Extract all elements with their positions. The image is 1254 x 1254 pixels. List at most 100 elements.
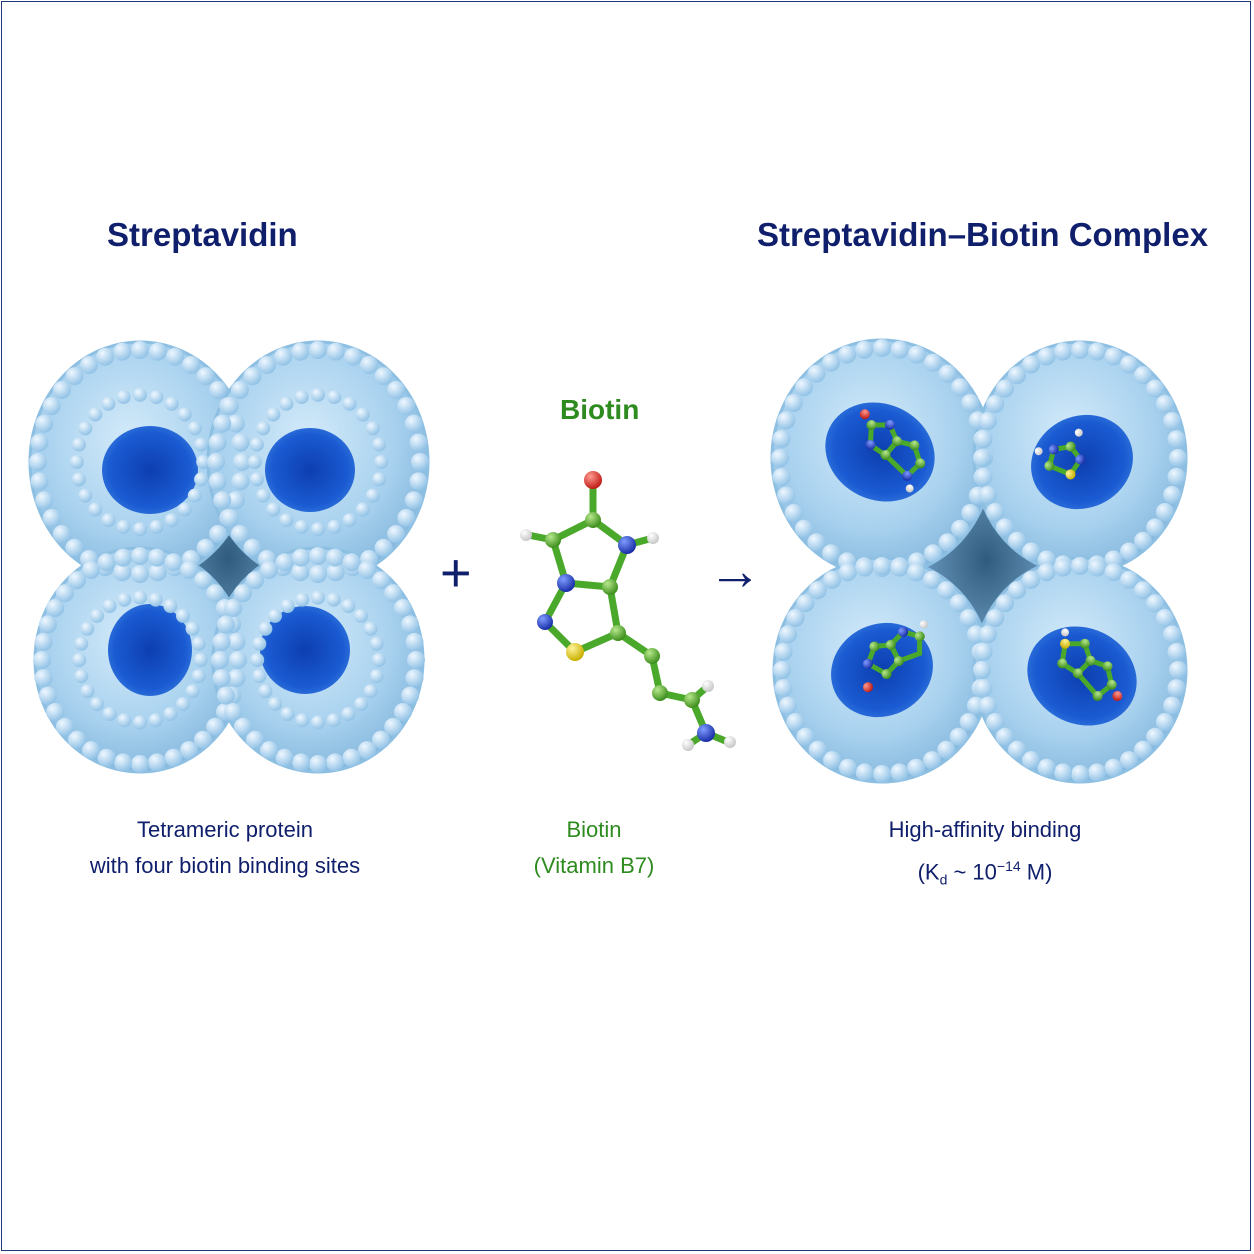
surface-bead (949, 594, 968, 613)
surface-bead (177, 407, 192, 422)
surface-bead (227, 632, 246, 651)
reaction-arrow: → (708, 541, 762, 601)
surface-bead (71, 472, 86, 487)
surface-bead (182, 356, 200, 374)
complex-title: Streptavidin–Biotin Complex (757, 216, 1209, 253)
binding-pocket (260, 606, 350, 694)
surface-bead (986, 609, 1005, 627)
surface-bead (114, 753, 132, 772)
bound-biotin (859, 409, 926, 493)
surface-bead (246, 730, 264, 749)
surface-bead (326, 548, 344, 567)
surface-bead (341, 599, 356, 613)
surface-bead (1008, 531, 1026, 550)
surface-bead (838, 345, 857, 364)
surface-bead (133, 590, 147, 605)
surface-bead (1155, 503, 1174, 521)
surface-bead (773, 661, 791, 679)
surface-bead (131, 565, 149, 583)
surface-bead (961, 504, 980, 522)
surface-bead (65, 538, 84, 557)
surface-bead (274, 347, 293, 366)
streptavidin-title: Streptavidin (107, 216, 298, 253)
surface-bead (30, 472, 49, 491)
surface-bead (974, 679, 993, 698)
surface-bead (164, 513, 179, 528)
surface-bead (309, 547, 327, 565)
surface-bead (68, 730, 86, 749)
surface-bead (393, 703, 412, 721)
surface-bead (1120, 570, 1138, 589)
surface-bead (822, 353, 840, 372)
surface-bead (937, 581, 956, 600)
surface-bead (35, 491, 54, 510)
surface-bead (978, 696, 997, 715)
surface-bead (280, 599, 295, 613)
surface-bead (838, 758, 857, 777)
surface-bead (1037, 758, 1056, 777)
surface-bead (309, 341, 327, 359)
bound-biotin (1034, 428, 1086, 480)
surface-bead (372, 730, 390, 749)
surface-bead (779, 625, 797, 644)
surface-bead (807, 364, 826, 383)
surface-bead (986, 713, 1005, 731)
surface-bead (256, 488, 271, 503)
surface-bead (226, 491, 245, 510)
surface-bead (233, 717, 252, 736)
surface-bead (35, 414, 54, 433)
surface-bead (185, 684, 200, 699)
surface-bead (405, 632, 424, 651)
surface-bead (74, 636, 89, 651)
surface-bead (995, 594, 1014, 613)
surface-beads (29, 341, 429, 773)
surface-bead (365, 488, 380, 503)
surface-bead (80, 356, 98, 374)
surface-bead (1071, 557, 1089, 575)
kd-prefix: (K (917, 859, 940, 885)
surface-bead (786, 713, 805, 731)
surface-bead (291, 342, 310, 361)
surface-bead (372, 437, 387, 452)
surface-bead (78, 488, 93, 503)
surface-bead (342, 513, 357, 528)
surface-bead (194, 437, 209, 452)
surface-bead (873, 765, 891, 783)
surface-bead (101, 396, 116, 411)
surface-bead (1146, 518, 1165, 537)
streptavidin-caption: Tetrameric protein with four biotin bind… (40, 812, 410, 884)
surface-bead (372, 472, 387, 487)
surface-bead (1088, 763, 1106, 782)
nitrogen-atom (557, 574, 575, 592)
surface-bead (407, 651, 425, 669)
surface-bead (924, 353, 942, 372)
surface-bead (90, 697, 104, 712)
surface-bead (194, 571, 212, 590)
surface-bead (371, 653, 386, 667)
surface-bead (34, 669, 53, 688)
surface-bead (342, 396, 357, 411)
surface-bead (280, 707, 295, 721)
surface-bead (309, 755, 327, 773)
surface-bead (250, 653, 265, 667)
surface-bead (266, 502, 281, 517)
surface-bead (772, 429, 791, 448)
surface-bead (69, 455, 84, 469)
surface-bead (52, 525, 71, 543)
surface-bead (279, 396, 294, 411)
surface-bead (1134, 366, 1152, 385)
surface-bead (148, 592, 163, 607)
surface-bead (374, 367, 393, 386)
surface-bead (923, 570, 941, 589)
surface-bead (249, 437, 264, 452)
surface-bead (794, 378, 813, 397)
surface-bead (327, 519, 342, 534)
surface-bead (194, 472, 209, 487)
surface-bead (326, 342, 345, 361)
surface-bead (148, 563, 167, 582)
hydrogen-atom (702, 680, 714, 692)
surface-bead (838, 563, 857, 582)
nitrogen-atom (697, 724, 715, 742)
surface-bead (777, 411, 796, 430)
